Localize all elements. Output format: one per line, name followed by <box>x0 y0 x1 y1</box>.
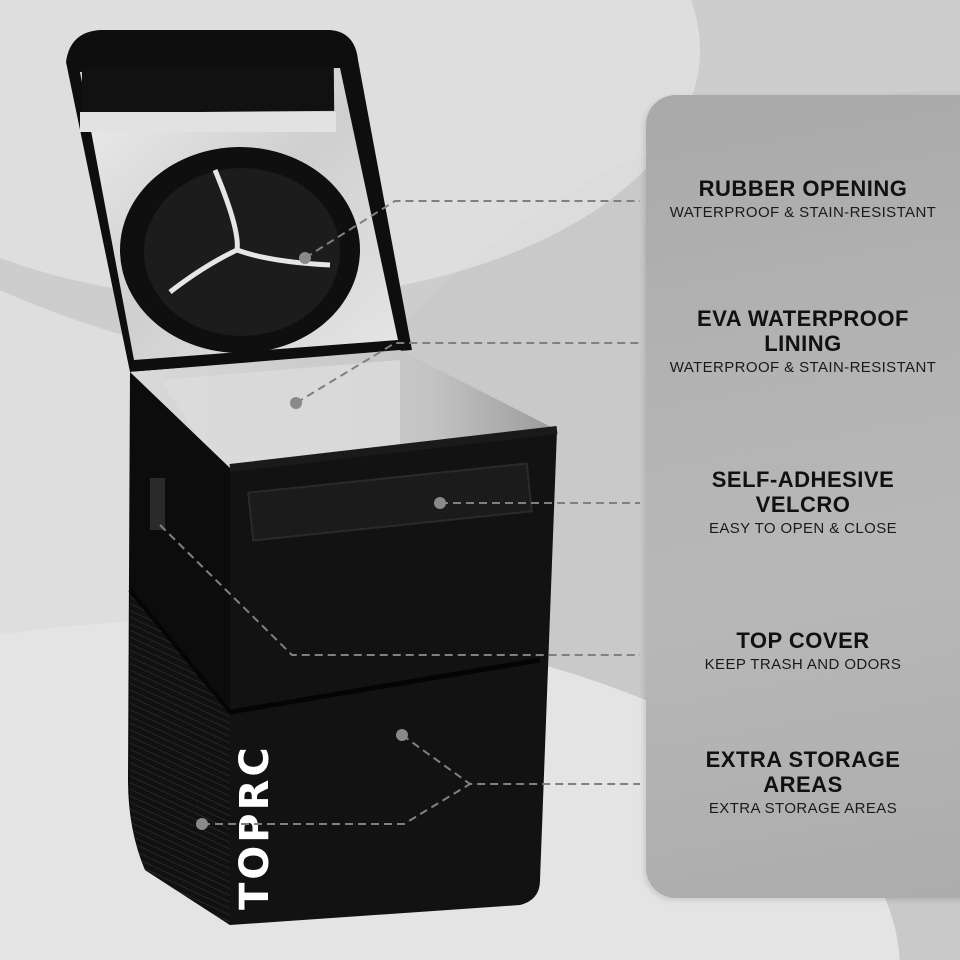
feature-subtitle: KEEP TRASH AND ODORS <box>704 656 902 673</box>
feature-eva-lining: EVA WATERPROOF LINING WATERPROOF & STAIN… <box>646 306 960 377</box>
feature-rubber-opening: RUBBER OPENING WATERPROOF & STAIN-RESIST… <box>646 176 960 222</box>
feature-title: TOP COVER <box>736 628 870 653</box>
feature-title-line2: VELCRO <box>755 492 851 517</box>
feature-title-line2: AREAS <box>763 772 843 797</box>
feature-title-line1: EXTRA STORAGE <box>705 747 901 772</box>
feature-velcro: SELF-ADHESIVE VELCRO EASY TO OPEN & CLOS… <box>646 467 960 538</box>
trash-can-product-image: TOPRC <box>66 30 640 925</box>
callout-lines <box>159 200 640 825</box>
features-panel <box>646 95 960 898</box>
product-illustration: TOPRC <box>66 30 640 925</box>
feature-subtitle: EASY TO OPEN & CLOSE <box>708 520 898 537</box>
bin-body <box>128 372 558 925</box>
feature-title-line2: LINING <box>764 331 842 356</box>
feature-title-line1: EVA WATERPROOF <box>697 306 909 331</box>
brand-logo: TOPRC <box>232 744 278 910</box>
callout-dots <box>196 252 446 830</box>
feature-top-cover: TOP COVER KEEP TRASH AND ODORS <box>646 628 960 674</box>
feature-title-line1: SELF-ADHESIVE <box>711 467 895 492</box>
feature-title: RUBBER OPENING <box>698 176 908 201</box>
feature-subtitle: EXTRA STORAGE AREAS <box>708 800 898 817</box>
feature-subtitle: WATERPROOF & STAIN-RESISTANT <box>669 359 937 376</box>
feature-subtitle: WATERPROOF & STAIN-RESISTANT <box>669 204 937 221</box>
top-cover-lid <box>66 30 412 372</box>
feature-extra-storage: EXTRA STORAGE AREAS EXTRA STORAGE AREAS <box>646 747 960 818</box>
